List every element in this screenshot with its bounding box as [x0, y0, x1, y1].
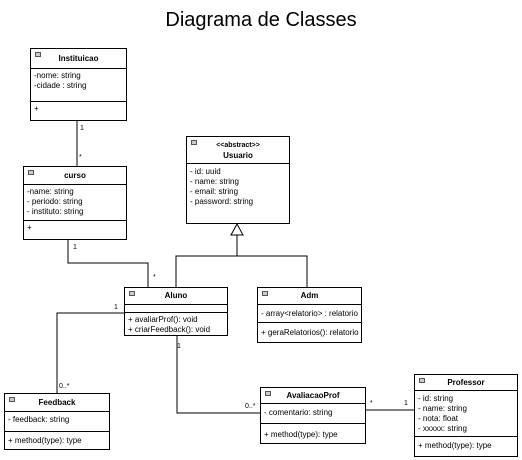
attributes-section: -name: string - periodo: string - instit…: [24, 185, 126, 221]
operations-section: + avaliarProf(): void + criarFeedback():…: [125, 313, 227, 337]
attributes-section: - id: uuid - name: string - email: strin…: [187, 164, 289, 209]
class-aluno[interactable]: Aluno + avaliarProf(): void + criarFeedb…: [124, 287, 228, 336]
class-name: Instituicao: [58, 54, 99, 63]
assoc-curso-aluno: [67, 240, 149, 287]
operation: + criarFeedback(): void: [128, 325, 211, 334]
class-icon: [419, 378, 425, 383]
class-name: Aluno: [164, 291, 188, 300]
class-icon: [9, 397, 15, 402]
attribute: - array<relatorio> : relatorio: [261, 309, 358, 318]
class-header: Professor: [415, 375, 517, 391]
operation: +: [27, 223, 32, 232]
multiplicity-label: 1: [177, 343, 181, 350]
class-header: AvaliacaoProf: [261, 388, 365, 404]
operation: + method(type): type: [264, 430, 338, 439]
multiplicity-label: *: [79, 154, 82, 161]
class-icon: [129, 291, 135, 296]
class-icon: [35, 52, 41, 57]
attribute: - email: string: [190, 187, 239, 196]
multiplicity-label: 1: [114, 304, 118, 311]
class-icon: [262, 291, 268, 296]
class-usuario[interactable]: <<abstract>> Usuario - id: uuid - name: …: [186, 136, 290, 224]
class-name: Feedback: [38, 398, 76, 407]
attribute: - instituto: string: [27, 207, 84, 216]
class-name: Professor: [447, 378, 485, 387]
attributes-section: - id: string - name: string - nota: floa…: [415, 391, 517, 437]
operation: + method(type): type: [8, 436, 82, 445]
attribute: - feedback: string: [8, 415, 70, 424]
class-icon: [28, 170, 34, 175]
attributes-section: - feedback: string: [5, 412, 109, 432]
class-header: Feedback: [5, 394, 109, 412]
assoc-aluno-avaliacaoprof: [176, 336, 260, 414]
operations-section: + method(type): type: [415, 437, 517, 453]
generalization-arrowhead: [230, 222, 244, 236]
multiplicity-label: *: [153, 274, 156, 281]
attributes-section: [125, 305, 227, 313]
generalization-aluno: [175, 235, 238, 287]
operations-section: + method(type): type: [261, 424, 365, 442]
multiplicity-label: 0..*: [59, 383, 70, 390]
attribute: - id: uuid: [190, 167, 221, 176]
class-avaliacaoprof[interactable]: AvaliacaoProf - comentario: string + met…: [260, 387, 366, 444]
operations-section: + geraRelatorios(): relatorio: [258, 323, 361, 340]
multiplicity-label: *: [370, 400, 373, 407]
class-feedback[interactable]: Feedback - feedback: string + method(typ…: [4, 393, 110, 450]
attribute: - id: string: [418, 394, 454, 403]
class-professor[interactable]: Professor - id: string - name: string - …: [414, 374, 518, 457]
operations-section: +: [24, 221, 126, 235]
multiplicity-label: 1: [73, 244, 77, 251]
attribute: - nota: float: [418, 414, 459, 423]
attribute: - name: string: [418, 404, 467, 413]
attribute: - xxxxx: string: [418, 424, 467, 433]
attributes-section: - comentario: string: [261, 404, 365, 424]
class-adm[interactable]: Adm - array<relatorio> : relatorio + ger…: [257, 287, 362, 343]
class-instituicao[interactable]: Instituicao -nome: string -cidade : stri…: [30, 48, 127, 121]
class-header: Instituicao: [31, 49, 126, 69]
operations-section: +: [31, 102, 126, 116]
class-name: Adm: [300, 291, 319, 300]
class-header: Adm: [258, 288, 361, 305]
class-header: curso: [24, 167, 126, 185]
multiplicity-label: 1: [404, 400, 408, 407]
attribute: -nome: string: [34, 71, 81, 80]
class-name: Usuario: [223, 151, 253, 160]
class-stereotype: <<abstract>>: [216, 142, 260, 149]
attribute: - password: string: [190, 197, 254, 206]
attributes-section: -nome: string -cidade : string: [31, 69, 126, 102]
operation: + method(type): type: [418, 441, 492, 450]
class-icon: [191, 140, 197, 145]
attribute: - comentario: string: [264, 408, 333, 417]
operation: + avaliarProf(): void: [128, 315, 198, 324]
operation: + geraRelatorios(): relatorio: [261, 328, 359, 337]
attribute: -name: string: [27, 187, 74, 196]
attribute: - periodo: string: [27, 197, 83, 206]
class-name: AvaliacaoProf: [286, 391, 340, 400]
operations-section: + method(type): type: [5, 432, 109, 448]
generalization-adm: [237, 255, 308, 287]
class-curso[interactable]: curso -name: string - periodo: string - …: [23, 166, 127, 240]
diagram-title: Diagrama de Classes: [165, 9, 357, 31]
attribute: -cidade : string: [34, 81, 87, 90]
assoc-aluno-feedback: [56, 312, 124, 393]
class-header: Aluno: [125, 288, 227, 305]
class-name: curso: [64, 171, 86, 180]
multiplicity-label: 0..*: [245, 403, 256, 410]
attributes-section: - array<relatorio> : relatorio: [258, 305, 361, 323]
attribute: - name: string: [190, 177, 239, 186]
class-header: <<abstract>> Usuario: [187, 137, 289, 164]
multiplicity-label: 1: [80, 125, 84, 132]
operation: +: [34, 104, 39, 113]
class-icon: [265, 391, 271, 396]
